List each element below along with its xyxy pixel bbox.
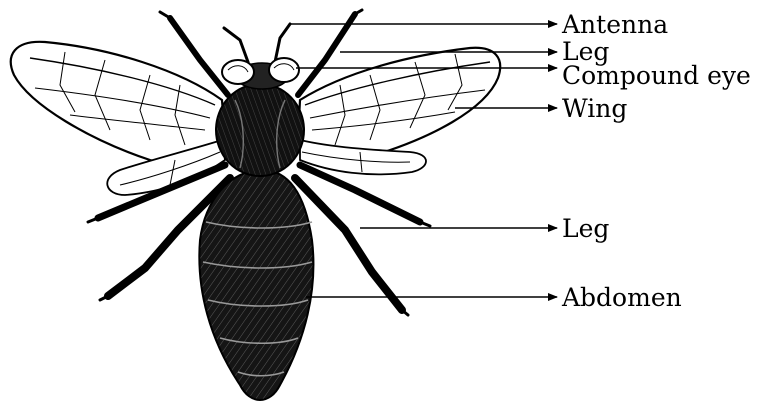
- label-leg-lower: Leg: [562, 214, 609, 243]
- abdomen-shape: [199, 170, 313, 400]
- left-forewing: [11, 42, 225, 164]
- antennae: [224, 24, 290, 62]
- right-forewing: [298, 48, 500, 160]
- callout-antenna: Antenna: [290, 10, 668, 39]
- callout-leg-lower: Leg: [360, 214, 609, 243]
- label-abdomen: Abdomen: [561, 283, 682, 312]
- label-antenna: Antenna: [561, 10, 668, 39]
- head-shape: [222, 58, 299, 89]
- label-wing: Wing: [562, 94, 627, 123]
- thorax-shape: [216, 84, 304, 176]
- label-compound-eye: Compound eye: [562, 61, 751, 90]
- callout-abdomen: Abdomen: [306, 283, 682, 312]
